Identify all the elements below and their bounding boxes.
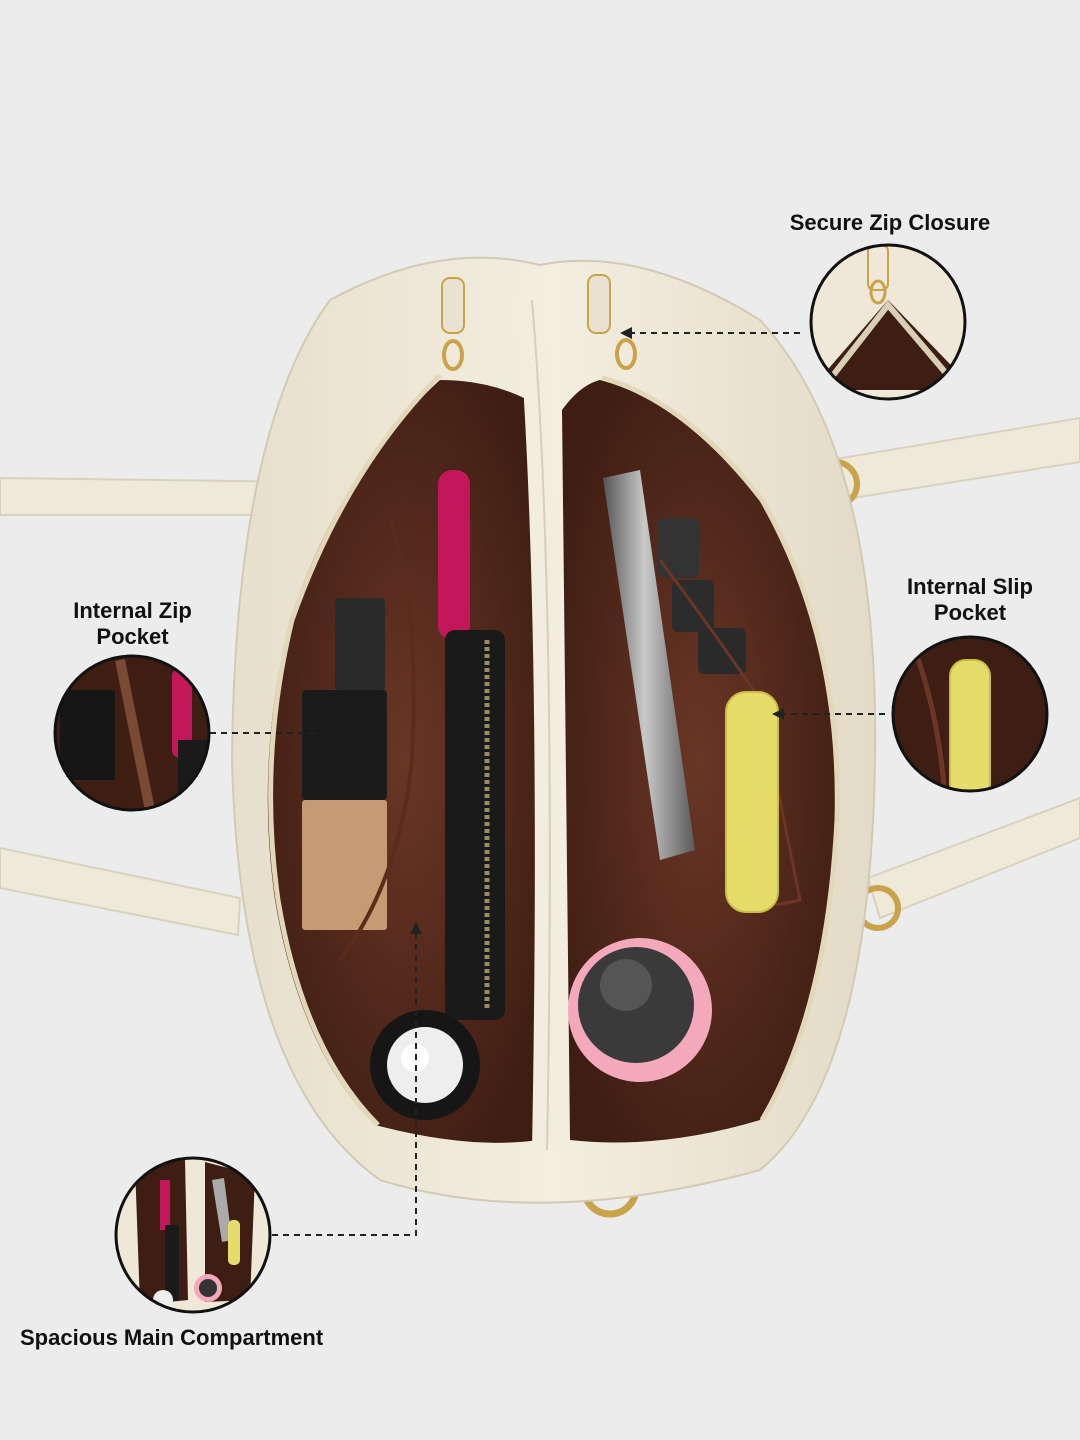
spacious-main-compartment-label: Spacious Main Compartment xyxy=(20,1325,324,1350)
main-compartment-detail-icon xyxy=(114,1156,272,1314)
internal-zip-pocket-label: Internal Zip Pocket xyxy=(73,598,192,649)
right-compartment-contents xyxy=(568,470,802,1082)
secure-zip-closure-label: Secure Zip Closure xyxy=(789,210,991,235)
slip-pocket-detail-icon xyxy=(891,635,1049,793)
callout-leaders xyxy=(210,332,885,1236)
internal-slip-pocket-label: Internal Slip Pocket xyxy=(907,574,1033,625)
zip-pull-detail-icon xyxy=(809,243,967,401)
zip-pocket-detail-icon xyxy=(53,654,211,812)
left-compartment-contents xyxy=(302,470,505,1120)
